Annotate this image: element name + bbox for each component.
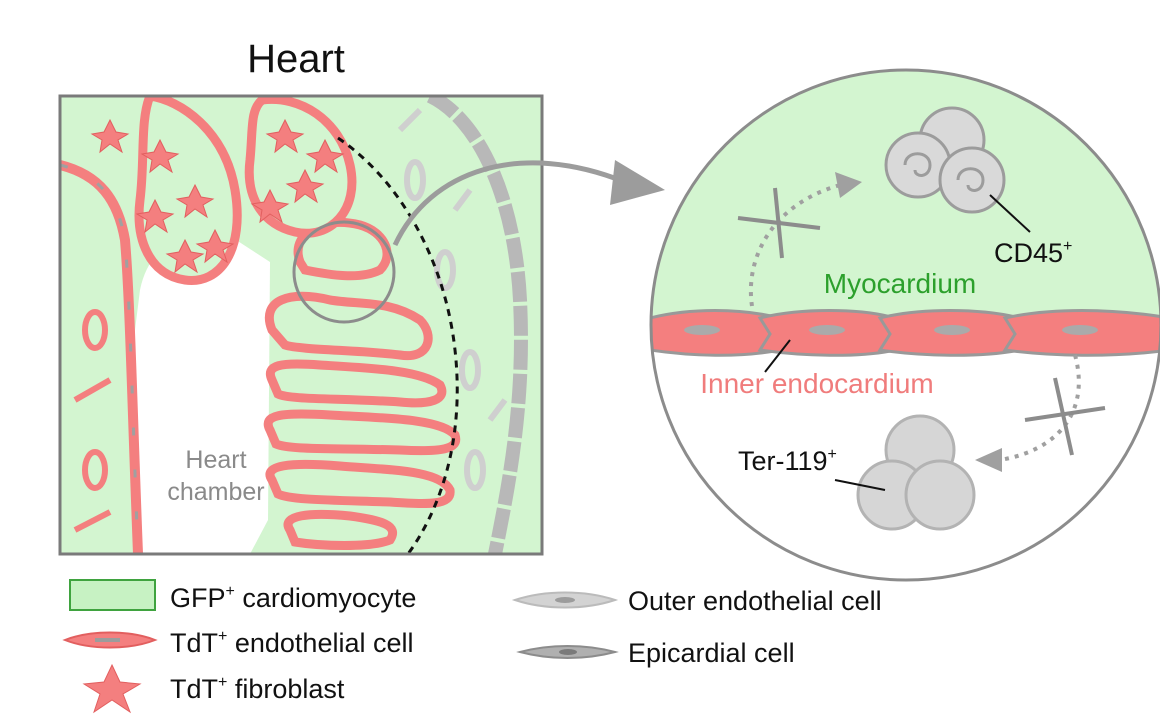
zoom-detail-border [649,68,1160,582]
zoom-arrow [392,160,626,247]
outer-endothelial-cells [397,107,508,491]
heart-section-panel [60,96,542,554]
block-cross-icon-top [737,187,821,259]
legend-item-2: TdT+ fibroblast [170,674,345,704]
legend-item-1: TdT+ endothelial cell [170,628,414,658]
myocardium-label: Myocardium [824,268,976,299]
compact-layer-boundary [337,136,459,554]
heart-title: Heart [247,37,345,81]
cd45-label: CD45+ [994,238,1072,268]
heart-chamber-label-line2: chamber [167,478,264,506]
heart-section-border [58,94,544,556]
zoom-arrow-head-icon [610,160,665,205]
legend-icon-red-star-cell [82,663,142,714]
endothelial-cells-scattered [73,309,112,533]
endocardium-pointer [764,339,791,373]
legend-item-4: Epicardial cell [628,638,795,668]
zoom-region-circle [292,220,396,324]
fibroblast-stars [90,118,345,274]
cd45-cells [884,106,1006,214]
legend: GFP+ cardiomyocyte TdT+ endothelial cell… [62,579,882,714]
legend-icon-green-box [69,579,156,611]
arrow-head-up-icon [835,172,862,198]
ter119-cells [856,414,976,531]
ter119-label: Ter-119+ [738,446,837,476]
arrow-head-down-icon [975,448,1002,472]
epicardium-layer [426,96,528,554]
ter119-pointer [834,479,886,491]
legend-item-3: Outer endothelial cell [628,586,882,616]
heart-chamber-label-line1: Heart [185,446,246,474]
inner-endocardium-label: Inner endocardium [700,368,933,399]
inner-endocardium-cells [651,309,1160,357]
block-cross-icon-bottom [1024,377,1106,456]
blocked-migration-arrow-up [748,183,841,307]
legend-item-0: GFP+ cardiomyocyte [170,583,416,613]
heart-chamber-lumen [135,234,270,554]
cd45-pointer [989,194,1031,233]
